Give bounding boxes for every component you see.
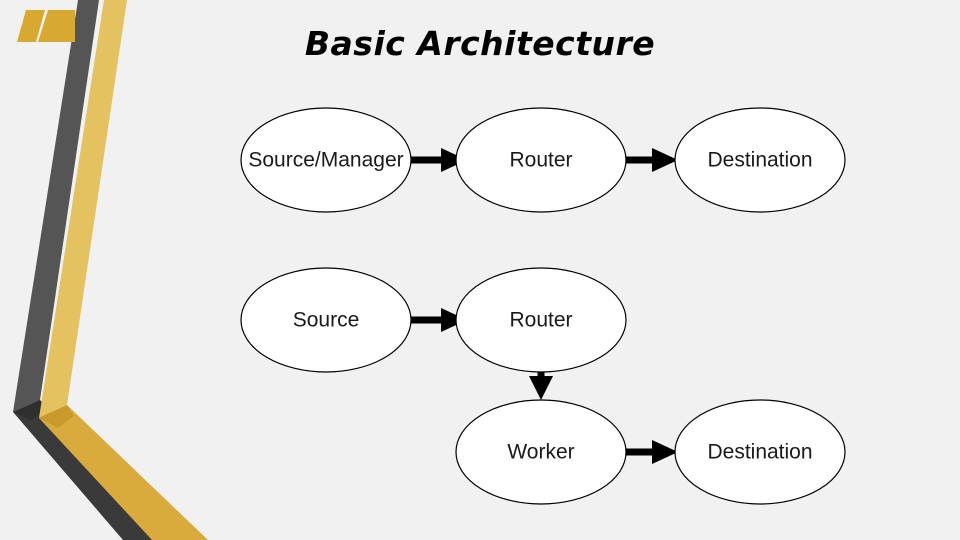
node-source-manager[interactable]: Source/Manager bbox=[240, 107, 412, 213]
node-router-1[interactable]: Router bbox=[455, 107, 627, 213]
stripe-dark-bend bbox=[13, 400, 46, 420]
node-destination-1-label: Destination bbox=[707, 149, 812, 172]
node-destination-1[interactable]: Destination bbox=[674, 107, 846, 213]
connector-source-manager-to-router bbox=[411, 148, 467, 172]
stripe-gold-bend bbox=[39, 405, 74, 428]
stripe-dark-upper bbox=[13, 0, 99, 412]
connector-source-to-router bbox=[411, 308, 467, 332]
ia-logo bbox=[17, 10, 75, 42]
node-worker-label: Worker bbox=[507, 441, 574, 464]
connector-worker-to-destination bbox=[626, 440, 678, 464]
node-destination-2-label: Destination bbox=[707, 441, 812, 464]
node-source-2-label: Source bbox=[293, 309, 360, 332]
connector-router-to-destination bbox=[626, 148, 678, 172]
node-destination-2[interactable]: Destination bbox=[674, 399, 846, 505]
connector-router-to-worker bbox=[529, 372, 553, 400]
node-router-2[interactable]: Router bbox=[455, 267, 627, 373]
node-source-manager-label: Source/Manager bbox=[248, 149, 403, 172]
stripe-gold-lower bbox=[39, 405, 208, 540]
node-router-1-label: Router bbox=[509, 149, 572, 172]
stripe-gold-upper bbox=[39, 0, 127, 418]
node-router-2-label: Router bbox=[509, 309, 572, 332]
page-title: Basic Architecture bbox=[304, 24, 656, 63]
node-source-2[interactable]: Source bbox=[240, 267, 412, 373]
node-worker[interactable]: Worker bbox=[455, 399, 627, 505]
